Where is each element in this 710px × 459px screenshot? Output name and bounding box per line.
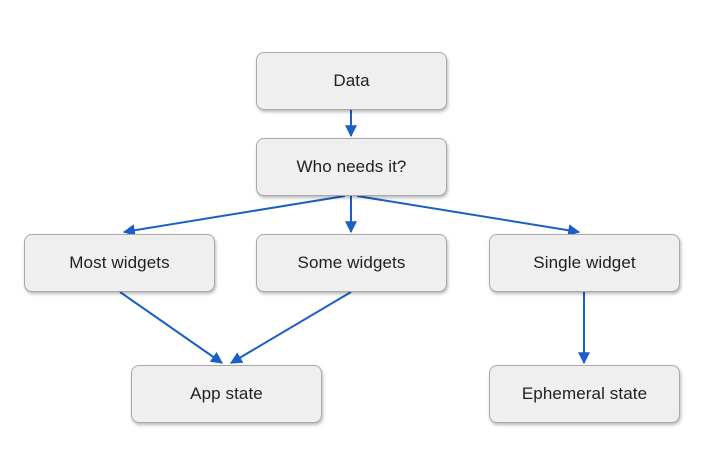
node-label-most-widgets: Most widgets [69, 253, 170, 272]
node-who-needs-it: Who needs it? [256, 138, 447, 196]
node-app-state: App state [131, 365, 322, 423]
node-some-widgets: Some widgets [256, 234, 447, 292]
edge-most-widgets-to-app-state [119, 291, 223, 364]
node-label-some-widgets: Some widgets [297, 253, 406, 272]
node-label-who-needs-it: Who needs it? [296, 157, 407, 176]
node-ephemeral-state: Ephemeral state [489, 365, 680, 423]
node-data: Data [256, 52, 447, 110]
edge-who-needs-it-to-most-widgets [122, 195, 346, 237]
node-most-widgets: Most widgets [24, 234, 215, 292]
edge-who-needs-it-to-single-widget [356, 195, 581, 237]
node-single-widget: Single widget [489, 234, 680, 292]
node-label-app-state: App state [190, 384, 263, 403]
node-label-data: Data [333, 71, 370, 90]
edge-some-widgets-to-app-state [229, 291, 352, 364]
node-label-single-widget: Single widget [533, 253, 636, 272]
node-label-ephemeral-state: Ephemeral state [521, 384, 648, 403]
